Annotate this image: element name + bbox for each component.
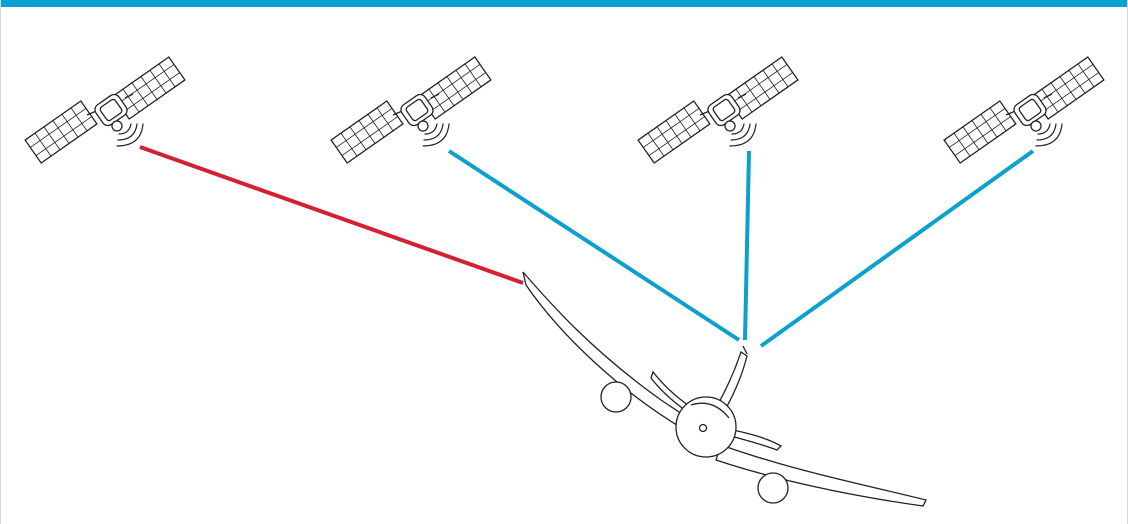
blocked-signal-line bbox=[139, 145, 524, 285]
signal-line-satellite-4 bbox=[759, 149, 1035, 348]
satellite-icon bbox=[943, 56, 1105, 164]
signal-line-satellite-3 bbox=[743, 150, 751, 341]
satellite-icon bbox=[637, 56, 799, 164]
signal-line-satellite-2 bbox=[447, 149, 741, 342]
satellite-icon bbox=[330, 56, 492, 164]
airplane-icon bbox=[522, 271, 927, 507]
satellite-icon bbox=[24, 56, 186, 164]
antenna-icon bbox=[742, 345, 748, 355]
accent-bar bbox=[1, 0, 1127, 7]
